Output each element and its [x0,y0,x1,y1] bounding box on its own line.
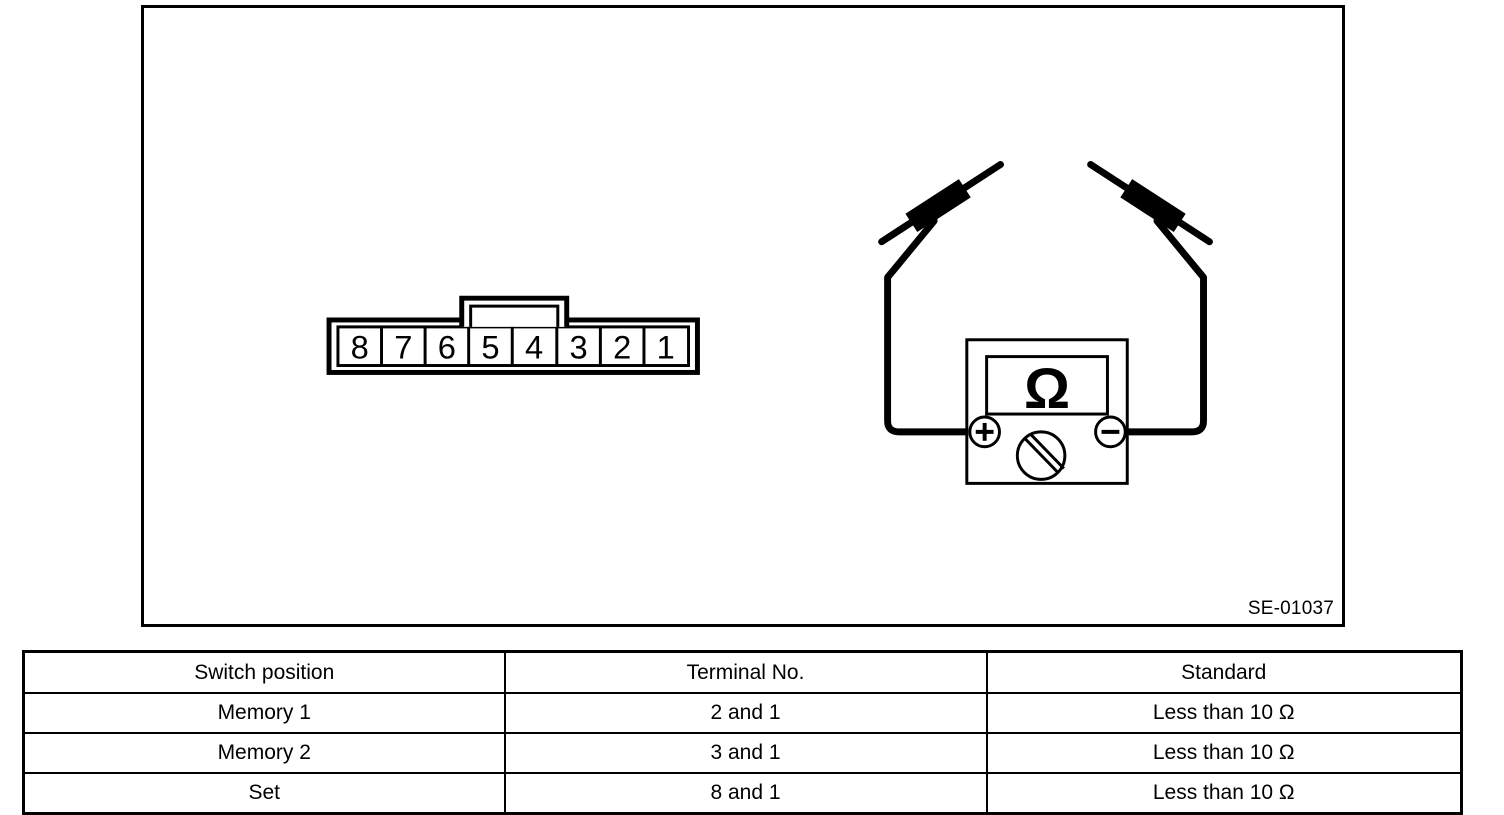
connector-pin-4: 4 [525,329,543,366]
omega-symbol: Ω [1024,357,1070,421]
figure-panel: 8 7 6 5 4 3 2 1 [141,5,1345,627]
cell-switch-position: Memory 2 [22,732,506,774]
column-header-switch-position: Switch position [22,650,506,694]
figure-illustration: 8 7 6 5 4 3 2 1 [326,161,1213,485]
table-row: Memory 2 3 and 1 Less than 10 Ω [22,732,1463,774]
cell-terminal-no: 3 and 1 [503,732,988,774]
cell-standard: Less than 10 Ω [985,732,1463,774]
right-test-lead-wire [1123,217,1207,436]
column-header-standard: Standard [985,650,1463,694]
cell-terminal-no: 2 and 1 [503,692,988,734]
connector-pin-8: 8 [351,329,369,366]
connector-pin-7: 7 [394,329,412,366]
column-header-terminal-no: Terminal No. [503,650,988,694]
cell-standard: Less than 10 Ω [985,772,1463,815]
connector-pin-6: 6 [438,329,456,366]
cell-switch-position: Memory 1 [22,692,506,734]
connector-pin-3: 3 [570,329,588,366]
connector-pin-1: 1 [657,329,675,366]
ohmmeter-diagram: Ω [878,161,1213,485]
meter-display-window [985,355,1109,416]
specification-table: Switch position Terminal No. Standard Me… [22,650,1463,815]
right-probe-handle [1120,179,1186,233]
cell-terminal-no: 8 and 1 [503,772,988,815]
connector-pin-5: 5 [481,329,499,366]
cell-switch-position: Set [22,772,506,815]
table-row: Memory 1 2 and 1 Less than 10 Ω [22,692,1463,734]
cell-standard: Less than 10 Ω [985,692,1463,734]
table-row: Set 8 and 1 Less than 10 Ω [22,772,1463,815]
left-probe-handle [905,179,971,233]
figure-reference-code: SE-01037 [1247,598,1334,619]
connector-diagram: 8 7 6 5 4 3 2 1 [326,295,700,375]
connector-pin-2: 2 [613,329,631,366]
left-test-lead-wire [884,217,971,436]
table-header-row: Switch position Terminal No. Standard [22,650,1463,694]
